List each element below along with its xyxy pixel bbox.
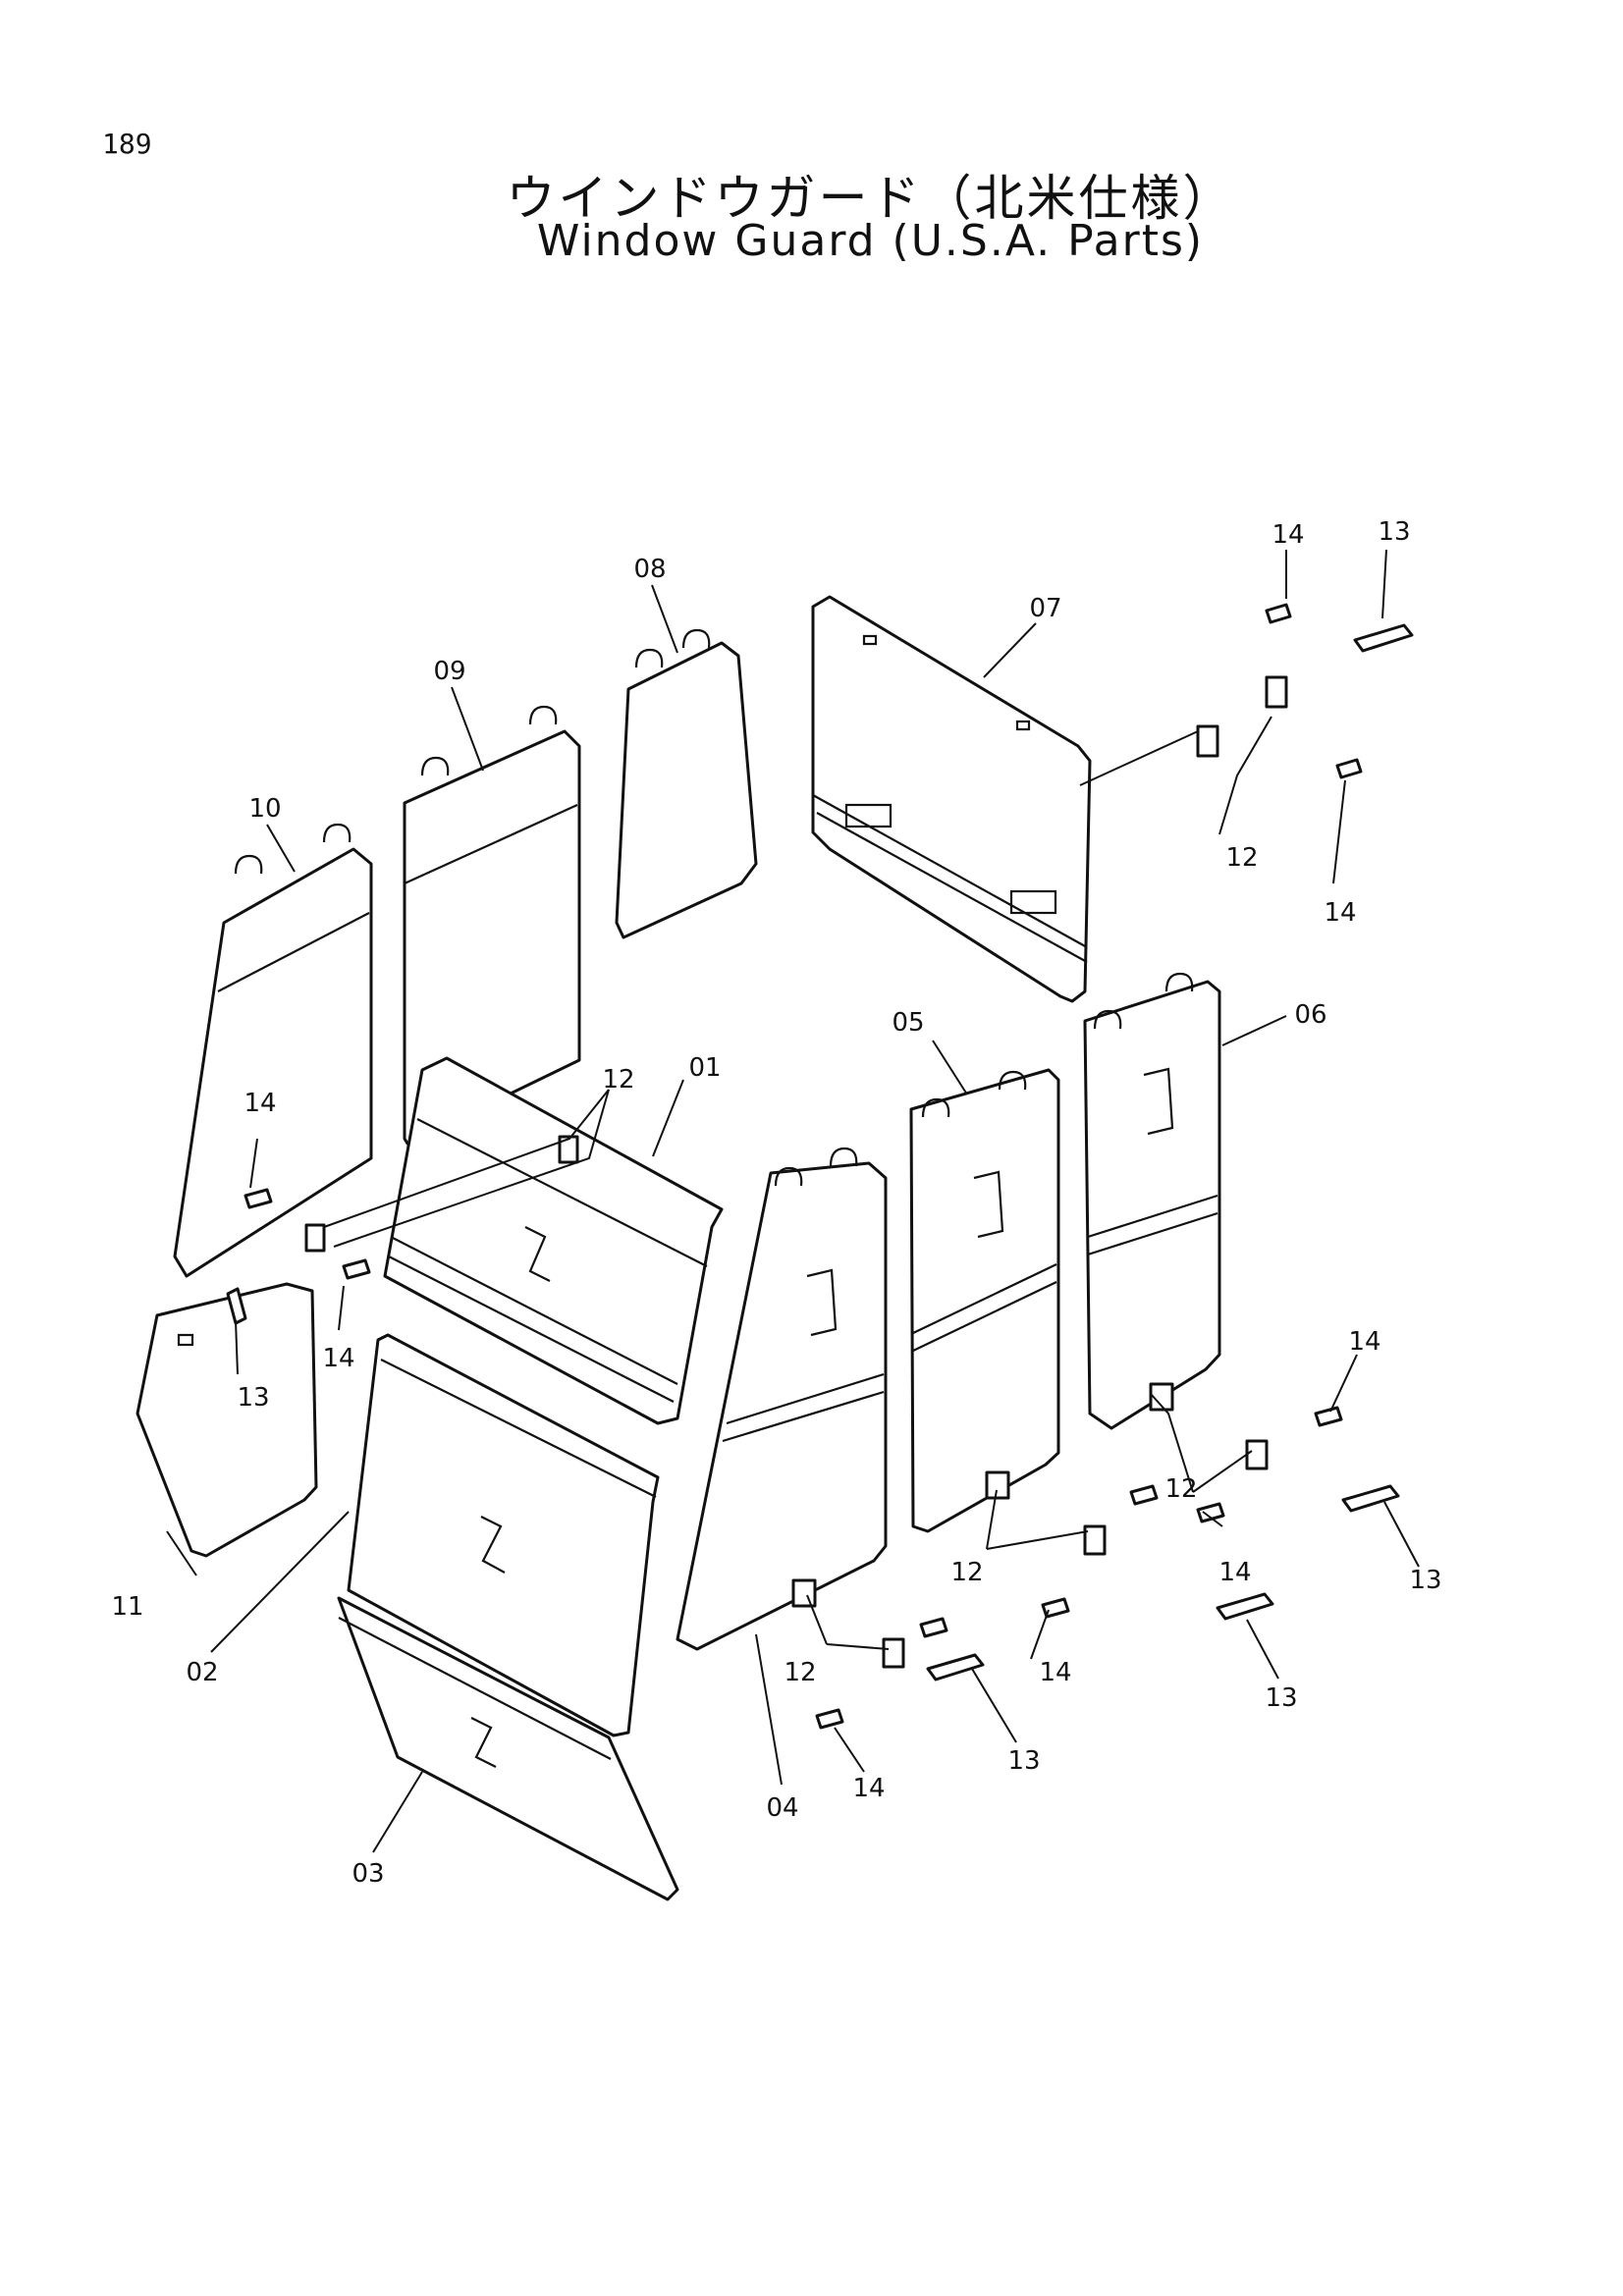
label-07: 07 [1029,594,1061,623]
label-03: 03 [352,1859,384,1889]
label-13-d: 13 [1265,1683,1297,1713]
label-09: 09 [433,657,465,686]
hardware-parts [226,603,1414,1730]
label-01: 01 [688,1053,721,1083]
label-13-a: 13 [1378,517,1410,547]
panel-08 [615,628,758,939]
title-english: Window Guard (U.S.A. Parts) [536,216,1205,266]
label-14-f: 14 [1218,1558,1251,1587]
panel-02 [347,1333,660,1737]
label-08: 08 [633,555,666,584]
label-04: 04 [766,1793,798,1823]
panel-10 [173,823,373,1278]
label-14-d: 14 [322,1344,354,1373]
panel-07 [811,595,1092,1003]
label-13-b: 13 [237,1383,269,1413]
label-14-a: 14 [1271,520,1304,550]
label-12-e: 12 [784,1658,816,1687]
label-13-c: 13 [1409,1566,1441,1595]
label-06: 06 [1294,1000,1326,1030]
title-japanese: ウインドウガード（北米仕様） [506,170,1235,227]
part-labels: 10 09 08 07 14 13 12 14 14 12 01 14 13 1… [111,517,1441,1889]
label-14-c: 14 [243,1089,276,1118]
panel-04 [676,1147,888,1651]
label-12-a: 12 [1225,843,1258,873]
label-14-g: 14 [1039,1658,1071,1687]
label-11: 11 [111,1592,143,1622]
panel-03 [337,1596,679,1901]
panel-06 [1083,972,1221,1430]
label-13-e: 13 [1007,1746,1040,1776]
panel-05 [909,1068,1060,1533]
panel-01 [383,1056,724,1425]
label-14-b: 14 [1324,898,1356,928]
label-12-d: 12 [950,1558,983,1587]
panel-11 [135,1282,318,1558]
page-number: 189 [102,128,152,160]
label-05: 05 [892,1008,924,1038]
label-12-b: 12 [602,1065,634,1095]
panel-09 [403,705,581,1146]
label-14-e: 14 [1348,1327,1380,1357]
label-12-c: 12 [1164,1474,1197,1504]
leader-lines [166,549,1420,1853]
label-10: 10 [248,794,281,824]
label-14-h: 14 [852,1774,885,1803]
label-02: 02 [186,1658,218,1687]
